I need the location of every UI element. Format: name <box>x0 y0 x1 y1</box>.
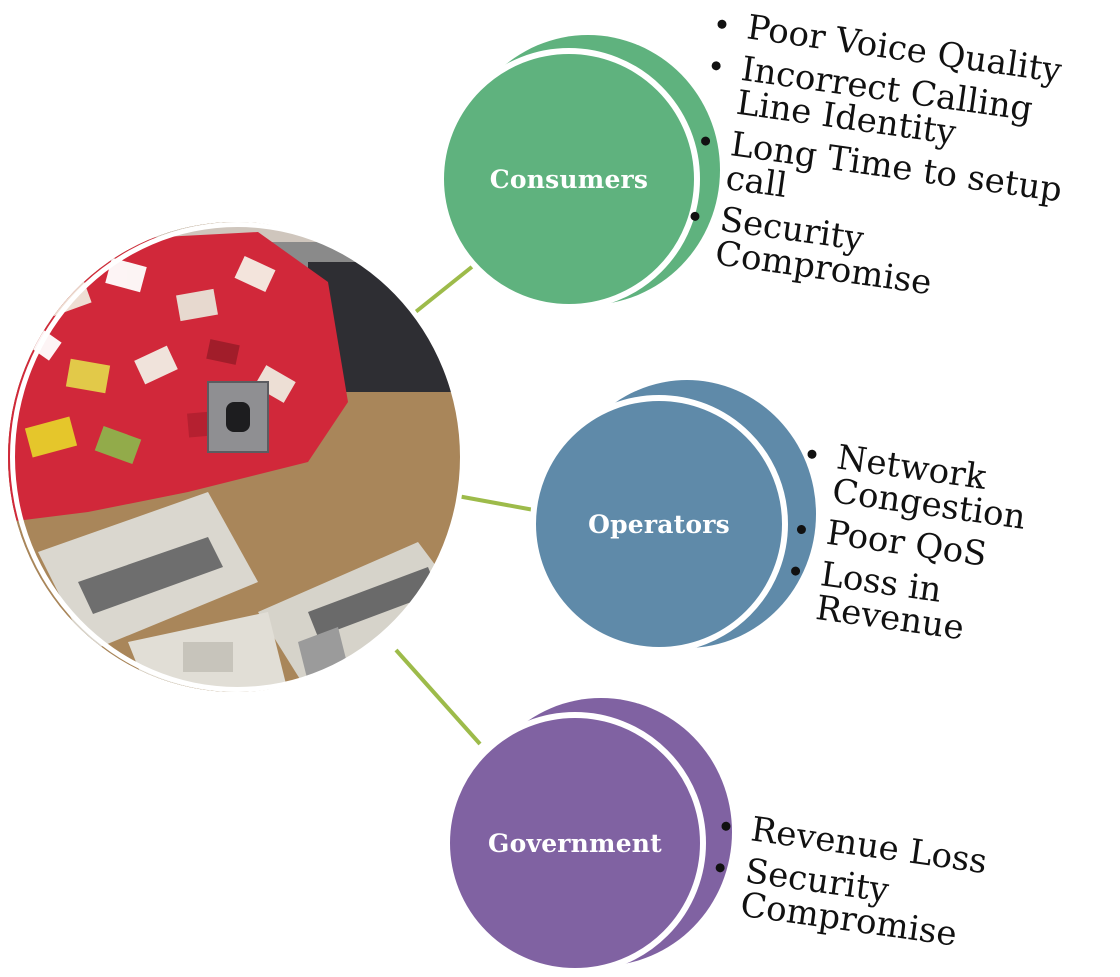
government-circle: Government <box>444 712 706 974</box>
consumers-circle: Consumers <box>438 48 700 310</box>
sim-box-photo <box>8 222 463 692</box>
operators-circle: Operators <box>530 395 788 653</box>
consumers-label: Consumers <box>489 164 649 194</box>
photo-illustration <box>8 222 463 692</box>
operators-label: Operators <box>588 509 730 539</box>
operators-issues: Network Congestion Poor QoS Loss in Reve… <box>781 436 1105 670</box>
consumers-issues: Poor Voice Quality Incorrect Calling Lin… <box>680 6 1094 326</box>
government-label: Government <box>488 828 662 858</box>
connector-operators <box>451 493 535 512</box>
connector-government <box>394 648 482 746</box>
